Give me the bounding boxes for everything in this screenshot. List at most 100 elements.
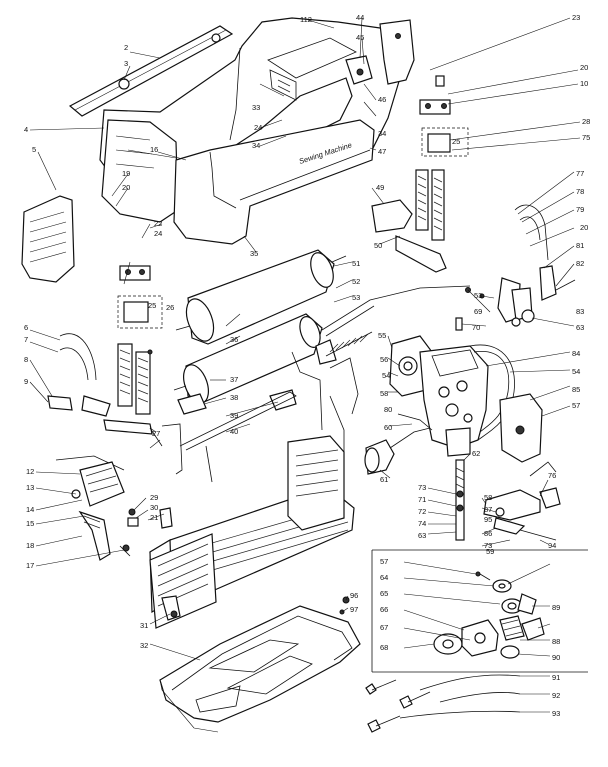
callout-59: 59	[486, 547, 494, 556]
callout-63a: 63	[576, 323, 584, 332]
feed-bracket	[371, 199, 413, 233]
callout-67: 67	[380, 623, 388, 632]
top-bracket	[379, 19, 415, 85]
leader-lines	[29, 17, 581, 713]
stitch-plate-upper	[119, 265, 151, 281]
callout-40: 40	[230, 427, 238, 436]
callout-28: 28	[582, 117, 590, 126]
callout-57b: 57	[380, 557, 388, 566]
callout-44: 44	[356, 13, 364, 22]
callout-83: 83	[576, 307, 584, 316]
stitch-spring-left	[117, 343, 133, 407]
callout-71: 71	[418, 495, 426, 504]
stitch-clamp	[123, 301, 149, 323]
callout-85: 85	[572, 385, 580, 394]
callout-50: 50	[374, 241, 382, 250]
callout-80: 80	[384, 405, 392, 414]
callout-87: 87	[484, 505, 492, 514]
motor-mechanism	[325, 331, 561, 541]
hook-bracket	[79, 461, 125, 507]
callout-25a: 25	[452, 137, 460, 146]
callout-73a: 73	[418, 483, 426, 492]
feed-dog	[78, 510, 111, 561]
top-arm-assembly: Sewing Machine	[21, 17, 415, 283]
callout-88: 88	[552, 637, 560, 646]
callout-24b: 24	[154, 229, 162, 238]
callout-23: 23	[572, 13, 580, 22]
callout-2: 2	[124, 43, 128, 52]
callout-15: 15	[26, 519, 34, 528]
callout-7: 7	[24, 335, 28, 344]
left-tension-assembly	[47, 265, 163, 561]
callout-38: 38	[230, 393, 238, 402]
callout-93: 93	[552, 709, 560, 718]
callout-24a: 24	[254, 123, 262, 132]
callout-64: 64	[380, 573, 388, 582]
callout-46: 46	[378, 95, 386, 104]
callout-49: 49	[376, 183, 384, 192]
tension-clamp	[427, 133, 451, 153]
callout-61: 61	[380, 475, 388, 484]
callout-63b: 63	[418, 531, 426, 540]
callout-70: 70	[472, 323, 480, 332]
callout-96: 96	[350, 591, 358, 600]
callout-81: 81	[576, 241, 584, 250]
callout-31: 31	[140, 621, 148, 630]
callout-labels: 2 3 4 5 6 7 8 9 10 12 13 14 15 16 17 18 …	[24, 13, 590, 718]
callout-66: 66	[380, 605, 388, 614]
callout-58b: 58	[484, 493, 492, 502]
bed-casing	[173, 119, 375, 245]
drive-shaft	[455, 459, 465, 541]
end-cap	[21, 195, 75, 283]
callout-78: 78	[576, 187, 584, 196]
callout-29: 29	[150, 493, 158, 502]
callout-97: 97	[350, 605, 358, 614]
callout-19: 19	[122, 169, 130, 178]
callout-57a: 57	[572, 401, 580, 410]
callout-62: 62	[472, 449, 480, 458]
callout-22: 22	[154, 219, 162, 228]
callout-35: 35	[250, 249, 258, 258]
face-plate	[101, 119, 179, 223]
callout-16: 16	[150, 145, 158, 154]
base-plate	[159, 596, 361, 733]
callout-58a: 58	[380, 389, 388, 398]
callout-84: 84	[572, 349, 580, 358]
tension-spring-left	[415, 169, 429, 231]
callout-10: 10	[580, 79, 588, 88]
callout-77: 77	[576, 169, 584, 178]
callout-72: 72	[418, 507, 426, 516]
callout-27: 27	[152, 429, 160, 438]
callout-56: 56	[380, 355, 388, 364]
callout-112: 112	[300, 15, 312, 24]
callout-79: 79	[576, 205, 584, 214]
callout-13: 13	[26, 483, 34, 492]
screw-set	[365, 674, 521, 733]
callout-90: 90	[552, 653, 560, 662]
callout-6: 6	[24, 323, 28, 332]
callout-91: 91	[552, 673, 560, 682]
callout-51: 51	[352, 259, 360, 268]
callout-26: 26	[166, 303, 174, 312]
callout-20a: 20	[122, 183, 130, 192]
callout-39: 39	[230, 411, 238, 420]
callout-34a: 34	[252, 141, 260, 150]
callout-20c: 20	[580, 223, 588, 232]
callout-68: 68	[380, 643, 388, 652]
upper-tension-assembly	[371, 75, 576, 331]
callout-55: 55	[378, 331, 386, 340]
callout-12: 12	[26, 467, 34, 476]
callout-92: 92	[552, 691, 560, 700]
callout-54a: 54	[382, 371, 390, 380]
callout-82: 82	[576, 259, 584, 268]
callout-53a: 53	[352, 293, 360, 302]
callout-60: 60	[384, 423, 392, 432]
callout-94: 94	[548, 541, 556, 550]
callout-76: 76	[548, 471, 556, 480]
callout-47: 47	[378, 147, 386, 156]
callout-54b: 54	[572, 367, 580, 376]
callout-69: 69	[474, 307, 482, 316]
callout-53b: 53	[474, 291, 482, 300]
callout-8: 8	[24, 355, 28, 364]
